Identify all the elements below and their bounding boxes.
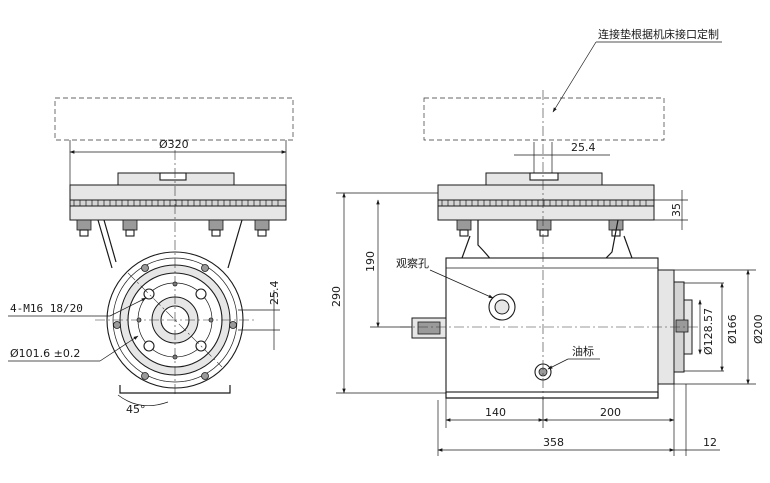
front-support-legs xyxy=(97,219,243,269)
obs-hole-leader xyxy=(429,269,494,299)
dim-140-label: 140 xyxy=(485,406,506,419)
front-lower-plate xyxy=(69,205,287,221)
dim-phi166-label: Ø166 xyxy=(726,314,739,344)
side-base-foot xyxy=(445,392,659,399)
phi101-leader xyxy=(99,335,139,362)
front-scale-ticks xyxy=(73,200,279,206)
side-main-plate xyxy=(437,184,655,201)
front-bolts xyxy=(76,219,270,237)
side-shaft-key xyxy=(417,321,441,335)
thread-label: 4-M16 18/20 xyxy=(10,302,83,315)
side-scale-band xyxy=(437,199,655,207)
front-centerline-diag xyxy=(127,272,223,368)
dim-12-label: 12 xyxy=(703,436,717,449)
front-base-foot xyxy=(119,385,231,394)
side-bolts xyxy=(456,219,624,237)
side-boss-slot xyxy=(529,172,559,181)
observation-hole-inner xyxy=(494,299,510,315)
front-outer-bolts xyxy=(113,264,237,380)
side-mount-pad-dashed xyxy=(423,97,665,141)
front-scale-band xyxy=(69,199,287,207)
side-flange-key xyxy=(675,319,689,333)
side-housing-body xyxy=(445,257,659,393)
front-mount-pad-dashed xyxy=(54,97,294,141)
dim-25-4-left-label: 25.4 xyxy=(268,281,281,306)
dim-35-label: 35 xyxy=(670,203,683,217)
top-note-label: 连接垫根据机床接口定制 xyxy=(598,27,719,41)
side-lower-plate xyxy=(437,205,655,221)
angle-45-arc xyxy=(117,394,169,407)
side-scale-ticks xyxy=(441,200,647,206)
dim-200-label: 200 xyxy=(600,406,621,419)
thread-leader xyxy=(109,297,147,317)
dim-phi320-label: Ø320 xyxy=(159,138,189,151)
dim-phi128-label: Ø128.57 xyxy=(702,308,715,355)
phi101-label: Ø101.6 ±0.2 xyxy=(10,347,80,360)
dim-190-label: 190 xyxy=(364,251,377,272)
obs-hole-label: 观察孔 xyxy=(396,256,429,270)
front-view: Ø320 25.4 4-M16 18/20 Ø101.6 ±0.2 45° xyxy=(8,97,294,416)
top-note-leader xyxy=(552,41,597,113)
oil-mark-label: 油标 xyxy=(572,344,594,358)
side-support-inner xyxy=(461,235,633,259)
front-main-plate xyxy=(69,184,287,201)
side-view: 连接垫根据机床接口定制 25.4 35 290 190 观察孔 油标 xyxy=(330,27,765,456)
dim-290-label: 290 xyxy=(330,286,343,307)
angle-45-label: 45° xyxy=(126,403,146,416)
dim-phi200-label: Ø200 xyxy=(752,314,765,344)
dim-358-label: 358 xyxy=(543,436,564,449)
front-boss-slot xyxy=(159,172,187,181)
dim-25-4-top-label: 25.4 xyxy=(571,141,596,154)
oil-mark-leader xyxy=(547,358,569,370)
